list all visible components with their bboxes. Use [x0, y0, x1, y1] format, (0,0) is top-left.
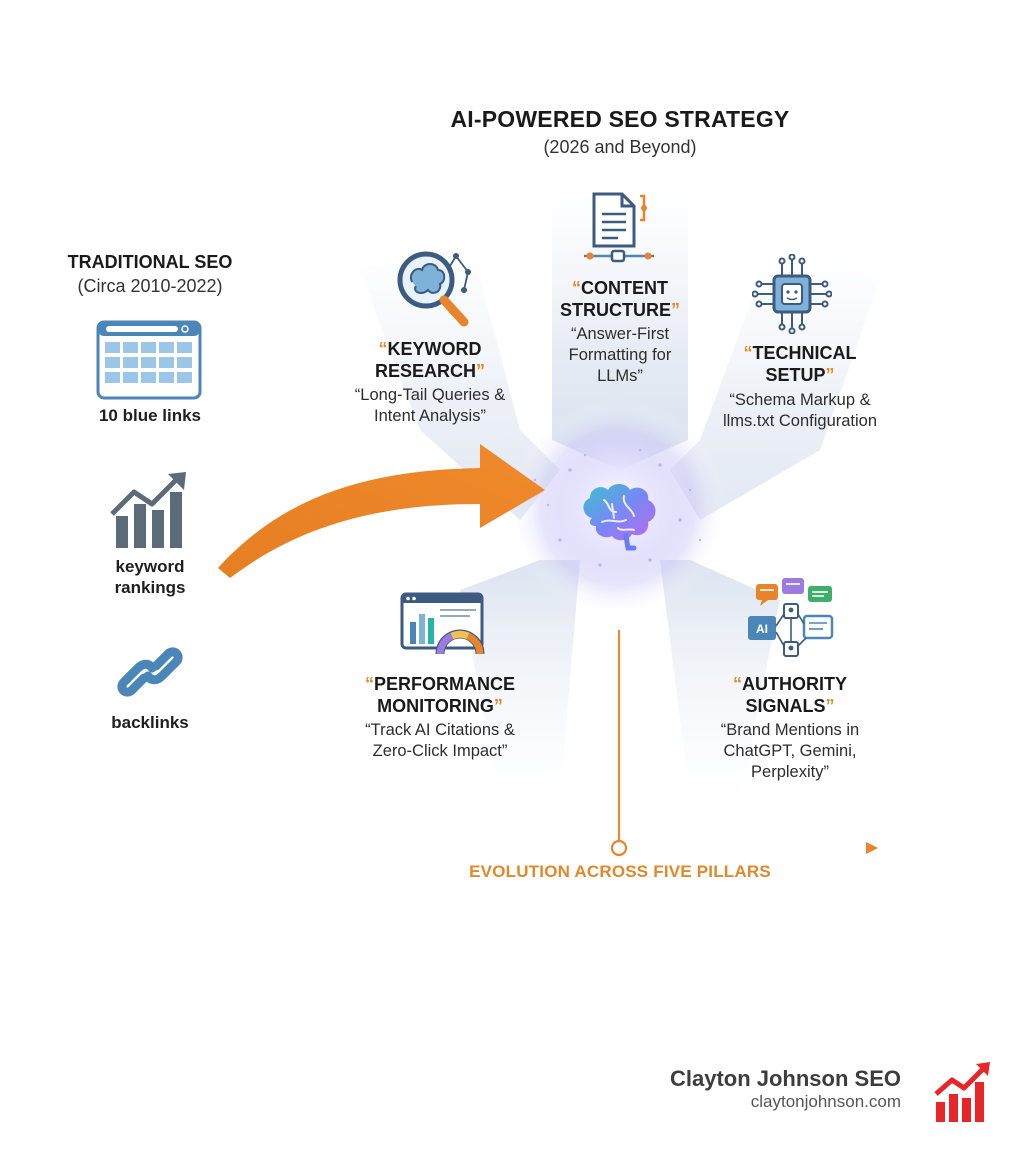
brand-url: claytonjohnson.com [750, 1092, 901, 1111]
axis-arrowhead [866, 842, 878, 854]
trad-item-label: keyword rankings [114, 557, 186, 597]
page-subtitle: (2026 and Beyond) [543, 137, 697, 157]
pillar-desc-authority: “Brand Mentions in ChatGPT, Gemini, Perp… [720, 721, 860, 781]
beam-technical [670, 250, 880, 520]
circuit-chip-icon [752, 254, 832, 334]
growth-bars-icon [934, 1062, 990, 1122]
svg-text:AI: AI [756, 622, 768, 636]
page-title: AI-POWERED SEO STRATEGY [450, 106, 790, 132]
brain-magnifier-icon [397, 251, 471, 327]
pillar-desc-performance: “Track AI Citations & Zero-Click Impact” [365, 721, 515, 760]
pillar-title-performance: “PERFORMANCE MONITORING” [364, 674, 515, 716]
beam-performance [460, 560, 580, 800]
trad-item-label: backlinks [111, 713, 189, 732]
beam-keyword [360, 240, 560, 520]
trad-item-label: 10 blue links [98, 406, 202, 425]
pillar-title-authority: “AUTHORITY SIGNALS” [733, 674, 847, 716]
search-results-grid-icon [96, 320, 202, 400]
ai-brain-icon [583, 484, 656, 551]
chain-link-icon [117, 647, 183, 697]
hub-sparkles [533, 448, 702, 567]
traditional-seo-title: TRADITIONAL SEO [67, 252, 233, 272]
pillar-desc-content: “Answer-First Formatting for LLMs” [568, 325, 672, 385]
dashboard-gauge-icon [400, 592, 485, 655]
chat-bubbles-network-icon: AI [748, 578, 834, 657]
brand-name: Clayton Johnson SEO [669, 1066, 901, 1091]
document-flow-icon [584, 192, 654, 263]
pillar-title-technical: “TECHNICAL SETUP” [743, 343, 857, 385]
bar-chart-trend-icon [110, 472, 186, 548]
beam-content [552, 190, 688, 470]
pillar-title-keyword: “KEYWORD RESEARCH” [374, 339, 485, 381]
pillar-desc-technical: “Schema Markup & llms.txt Configuration [722, 391, 878, 430]
evolution-axis-label: EVOLUTION ACROSS FIVE PILLARS [469, 862, 771, 881]
axis-node [610, 839, 628, 857]
pillar-title-content: “CONTENT STRUCTURE” [560, 278, 680, 320]
evolution-arrow [218, 444, 545, 578]
traditional-seo-subtitle: (Circa 2010-2022) [77, 276, 223, 296]
pillar-desc-keyword: “Long-Tail Queries & Intent Analysis” [354, 386, 506, 425]
